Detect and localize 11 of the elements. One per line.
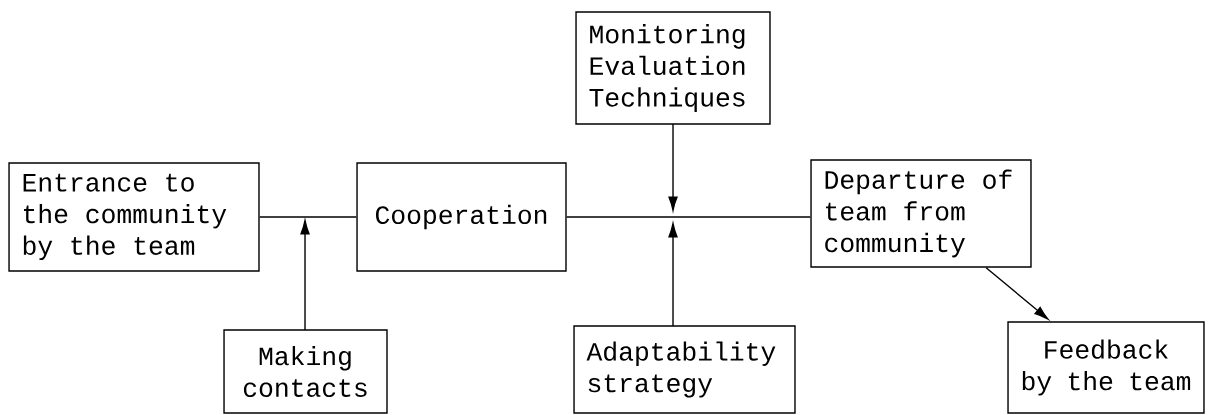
process-box: Departure of team from community [810,159,1032,268]
process-box: Making contacts [223,329,388,414]
arrow [985,267,1049,320]
arrow [300,220,310,331]
arrow [668,123,678,211]
arrow [668,223,678,327]
process-box: Adaptability strategy [573,325,796,414]
process-box: Cooperation [356,162,567,272]
process-box: Monitoring Evaluation Techniques [575,11,771,125]
process-box: Feedback by the team [1007,321,1205,414]
process-box: Entrance to the community by the team [8,162,260,272]
